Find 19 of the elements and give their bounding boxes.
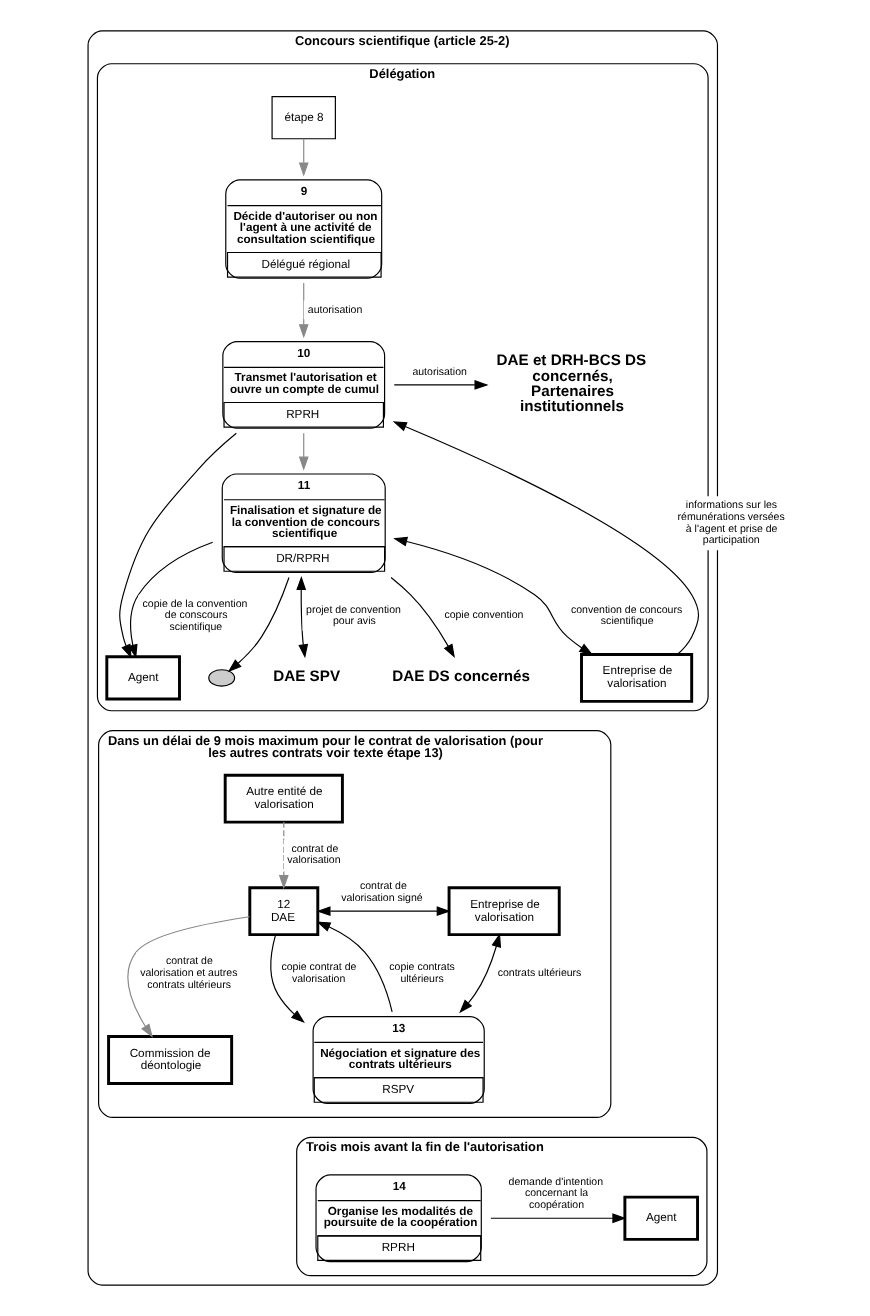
- arrow: [127, 541, 214, 659]
- arrow: [298, 138, 309, 177]
- arrow: [392, 421, 700, 656]
- node-circle: [208, 669, 236, 687]
- arrow: [459, 933, 502, 1014]
- arrow: [316, 906, 451, 917]
- arrow: [298, 282, 309, 339]
- arrow: [298, 432, 309, 471]
- arrow: [490, 1213, 627, 1224]
- arrow: [227, 576, 290, 673]
- arrow: [393, 536, 594, 656]
- arrow: [278, 821, 289, 890]
- arrow: [119, 432, 237, 659]
- arrow: [127, 916, 251, 1038]
- arrow: [393, 379, 489, 390]
- arrow: [270, 934, 305, 1024]
- arrow: [296, 575, 309, 659]
- arrow: [390, 576, 455, 659]
- arrow: [316, 921, 393, 1013]
